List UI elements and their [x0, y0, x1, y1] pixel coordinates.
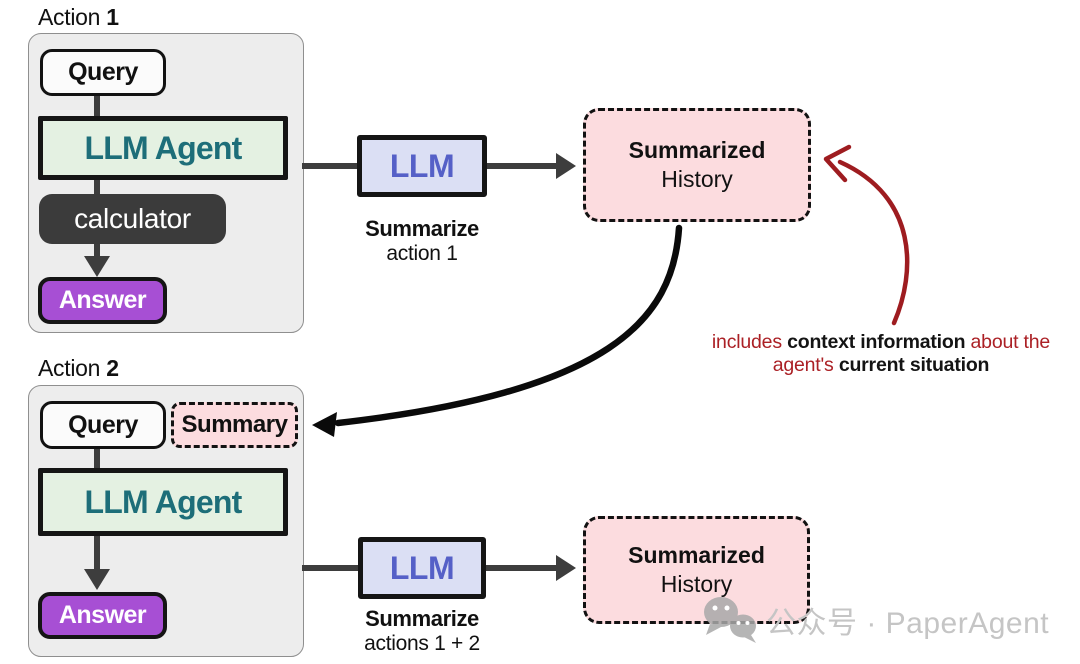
summarized-history2-node: Summarized History	[583, 516, 810, 624]
action2-query-node: Query	[40, 401, 166, 449]
llm-step1-caption: Summarize action 1	[332, 216, 512, 266]
action1-calculator-label: calculator	[74, 203, 191, 234]
llm-step2-caption-rest: actions 1 + 2	[364, 632, 480, 655]
llm1-to-summary1-arrowhead	[556, 153, 576, 179]
action2-answer-node: Answer	[38, 592, 167, 639]
action1-title-word: Action	[38, 4, 101, 30]
action1-title-num: 1	[106, 4, 119, 30]
action2-query-label: Query	[68, 410, 138, 439]
llm-step2-node: LLM	[358, 537, 486, 599]
annotation-text: includes context information about the a…	[694, 331, 1068, 378]
watermark-text: 公众号 · PaperAgent	[766, 607, 1050, 640]
action2-title: Action 2	[38, 355, 119, 382]
action2-llm-agent-node: LLM Agent	[38, 468, 288, 536]
annotation-curve	[837, 159, 910, 326]
summary1-to-action2-curve	[334, 224, 683, 427]
action1-answer-node: Answer	[38, 277, 167, 324]
action1-query-label: Query	[68, 58, 138, 86]
summarized-history1-node: Summarized History	[583, 108, 811, 222]
action2-answer-label: Answer	[58, 601, 147, 629]
action1-llm-agent-node: LLM Agent	[38, 116, 288, 180]
llm-step1-node: LLM	[357, 135, 487, 197]
summarized-history2-line1: Summarized	[628, 542, 765, 569]
action2-summary-label: Summary	[181, 411, 288, 438]
watermark: 公众号 · PaperAgent	[700, 594, 1049, 646]
action2-title-num: 2	[106, 355, 119, 381]
action2-summary-node: Summary	[171, 402, 298, 448]
agent2-to-answer2-arrowhead	[84, 569, 110, 590]
llm-step2-caption-bold: Summarize	[365, 606, 479, 631]
wechat-icon	[704, 597, 756, 643]
summarized-history1-line1: Summarized	[628, 137, 766, 164]
action2-llm-agent-label: LLM Agent	[84, 483, 243, 520]
annotation-part-4: current situation	[838, 354, 990, 377]
llm-step1-caption-bold: Summarize	[365, 216, 479, 241]
summary1-to-action2-arrowhead	[312, 412, 337, 437]
agent1-to-answer1-arrowhead	[84, 256, 110, 277]
summarized-history2-line2: History	[660, 571, 733, 597]
annotation-part-3: about the agent's	[772, 331, 1051, 377]
action1-query-node: Query	[40, 49, 166, 96]
llm-step2-caption: Summarize actions 1 + 2	[332, 606, 512, 656]
llm-step1-label: LLM	[389, 147, 455, 184]
action1-calculator-node: calculator	[39, 194, 226, 244]
action1-answer-label: Answer	[58, 286, 147, 314]
summarized-history1-line2: History	[661, 166, 733, 192]
llm-step1-caption-rest: action 1	[386, 242, 458, 265]
annotation-part-1: includes	[711, 331, 788, 353]
action1-title: Action 1	[38, 4, 119, 31]
llm-step2-label: LLM	[389, 549, 455, 586]
annotation-part-2: context information	[787, 331, 966, 353]
llm2-to-summary2-arrowhead	[556, 555, 576, 581]
action2-title-word: Action	[38, 355, 101, 381]
annotation-arrowhead	[823, 144, 852, 183]
action1-llm-agent-label: LLM Agent	[84, 129, 243, 166]
